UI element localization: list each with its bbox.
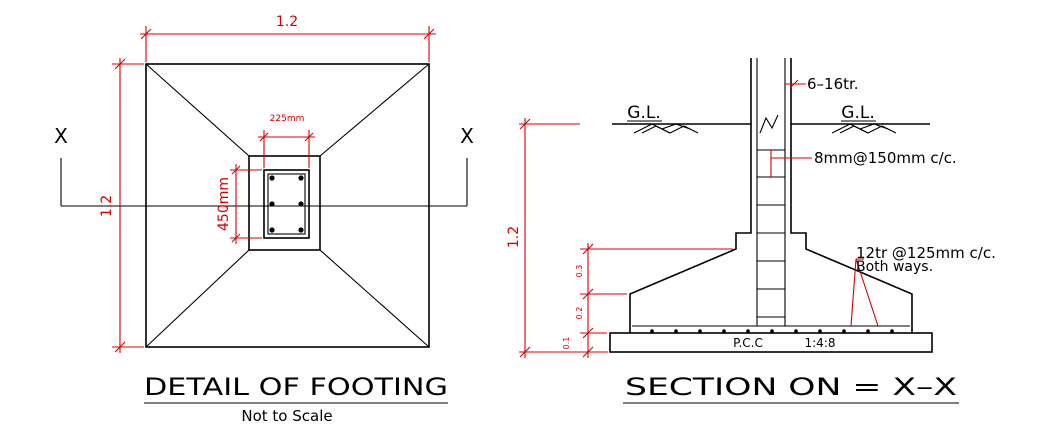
column-bars-callout: 6–16tr. bbox=[785, 75, 859, 93]
column-bars bbox=[269, 175, 304, 233]
slope-depth-label: 0.3 bbox=[575, 265, 584, 278]
section-mark-right: X bbox=[460, 124, 474, 148]
pcc-label: P.C.C bbox=[733, 336, 763, 350]
pcc-mix-label: 1:4:8 bbox=[805, 336, 836, 350]
slope-line bbox=[319, 249, 430, 348]
column-outline bbox=[263, 169, 310, 239]
base-bars-label-2: Both ways. bbox=[856, 259, 933, 275]
base-rebar-dots bbox=[650, 329, 894, 333]
width-dimension: 1.2 bbox=[140, 14, 436, 62]
width-dim-label: 1.2 bbox=[276, 14, 298, 30]
footing-section-left bbox=[629, 58, 752, 333]
rebar bbox=[298, 227, 304, 233]
height-dimension: 1.2 bbox=[99, 58, 144, 353]
column-bars-label: 6–16tr. bbox=[807, 75, 859, 93]
base-bars-label: 12tr @125mm c/c. bbox=[856, 244, 996, 262]
pcc-bed bbox=[609, 332, 933, 353]
earth-hatch-left bbox=[633, 123, 699, 134]
height-dim-label: 1.2 bbox=[99, 195, 115, 217]
plan-subtitle: Not to Scale bbox=[241, 407, 332, 425]
pedestal-outline bbox=[248, 155, 321, 251]
edge-depth-label: 0.2 bbox=[575, 307, 584, 320]
slope-line bbox=[319, 63, 430, 157]
section-mark-left: X bbox=[54, 124, 68, 148]
pcc-depth-label: 0.1 bbox=[562, 337, 571, 350]
ties-label: 8mm@150mm c/c. bbox=[814, 149, 957, 167]
rebar bbox=[298, 201, 304, 207]
rebar bbox=[269, 227, 275, 233]
column-ties bbox=[267, 173, 306, 235]
break-line bbox=[759, 114, 779, 134]
base-bars-callout: 12tr @125mm c/c. Both ways. bbox=[850, 244, 996, 327]
column-depth-label: 450mm bbox=[216, 177, 232, 231]
total-height-dimension: 1.2 bbox=[506, 118, 608, 358]
footing-section-right bbox=[790, 58, 913, 333]
slope-line bbox=[145, 63, 250, 157]
rebar bbox=[269, 175, 275, 181]
ground-level-right: G.L. bbox=[841, 103, 874, 123]
column-width-dimension: 225mm bbox=[258, 114, 315, 168]
ground-level-left: G.L. bbox=[627, 103, 660, 123]
section-view: P.C.C 1:4:8 bbox=[506, 58, 996, 404]
total-height-label: 1.2 bbox=[506, 226, 522, 248]
ties-callout: 8mm@150mm c/c. bbox=[770, 149, 957, 177]
depth-dimensions: 0.3 0.2 0.1 bbox=[562, 243, 733, 358]
rebar bbox=[269, 201, 275, 207]
earth-hatch-right bbox=[831, 123, 897, 134]
column-depth-dimension: 450mm bbox=[216, 164, 262, 244]
slope-line bbox=[145, 249, 250, 348]
rebar bbox=[298, 175, 304, 181]
column-width-label: 225mm bbox=[270, 114, 305, 124]
plan-view: X X 1.2 1.2 225mm bbox=[54, 14, 474, 425]
section-title: SECTION ON = X–X bbox=[625, 373, 957, 401]
plan-title: DETAIL OF FOOTING bbox=[144, 373, 448, 401]
